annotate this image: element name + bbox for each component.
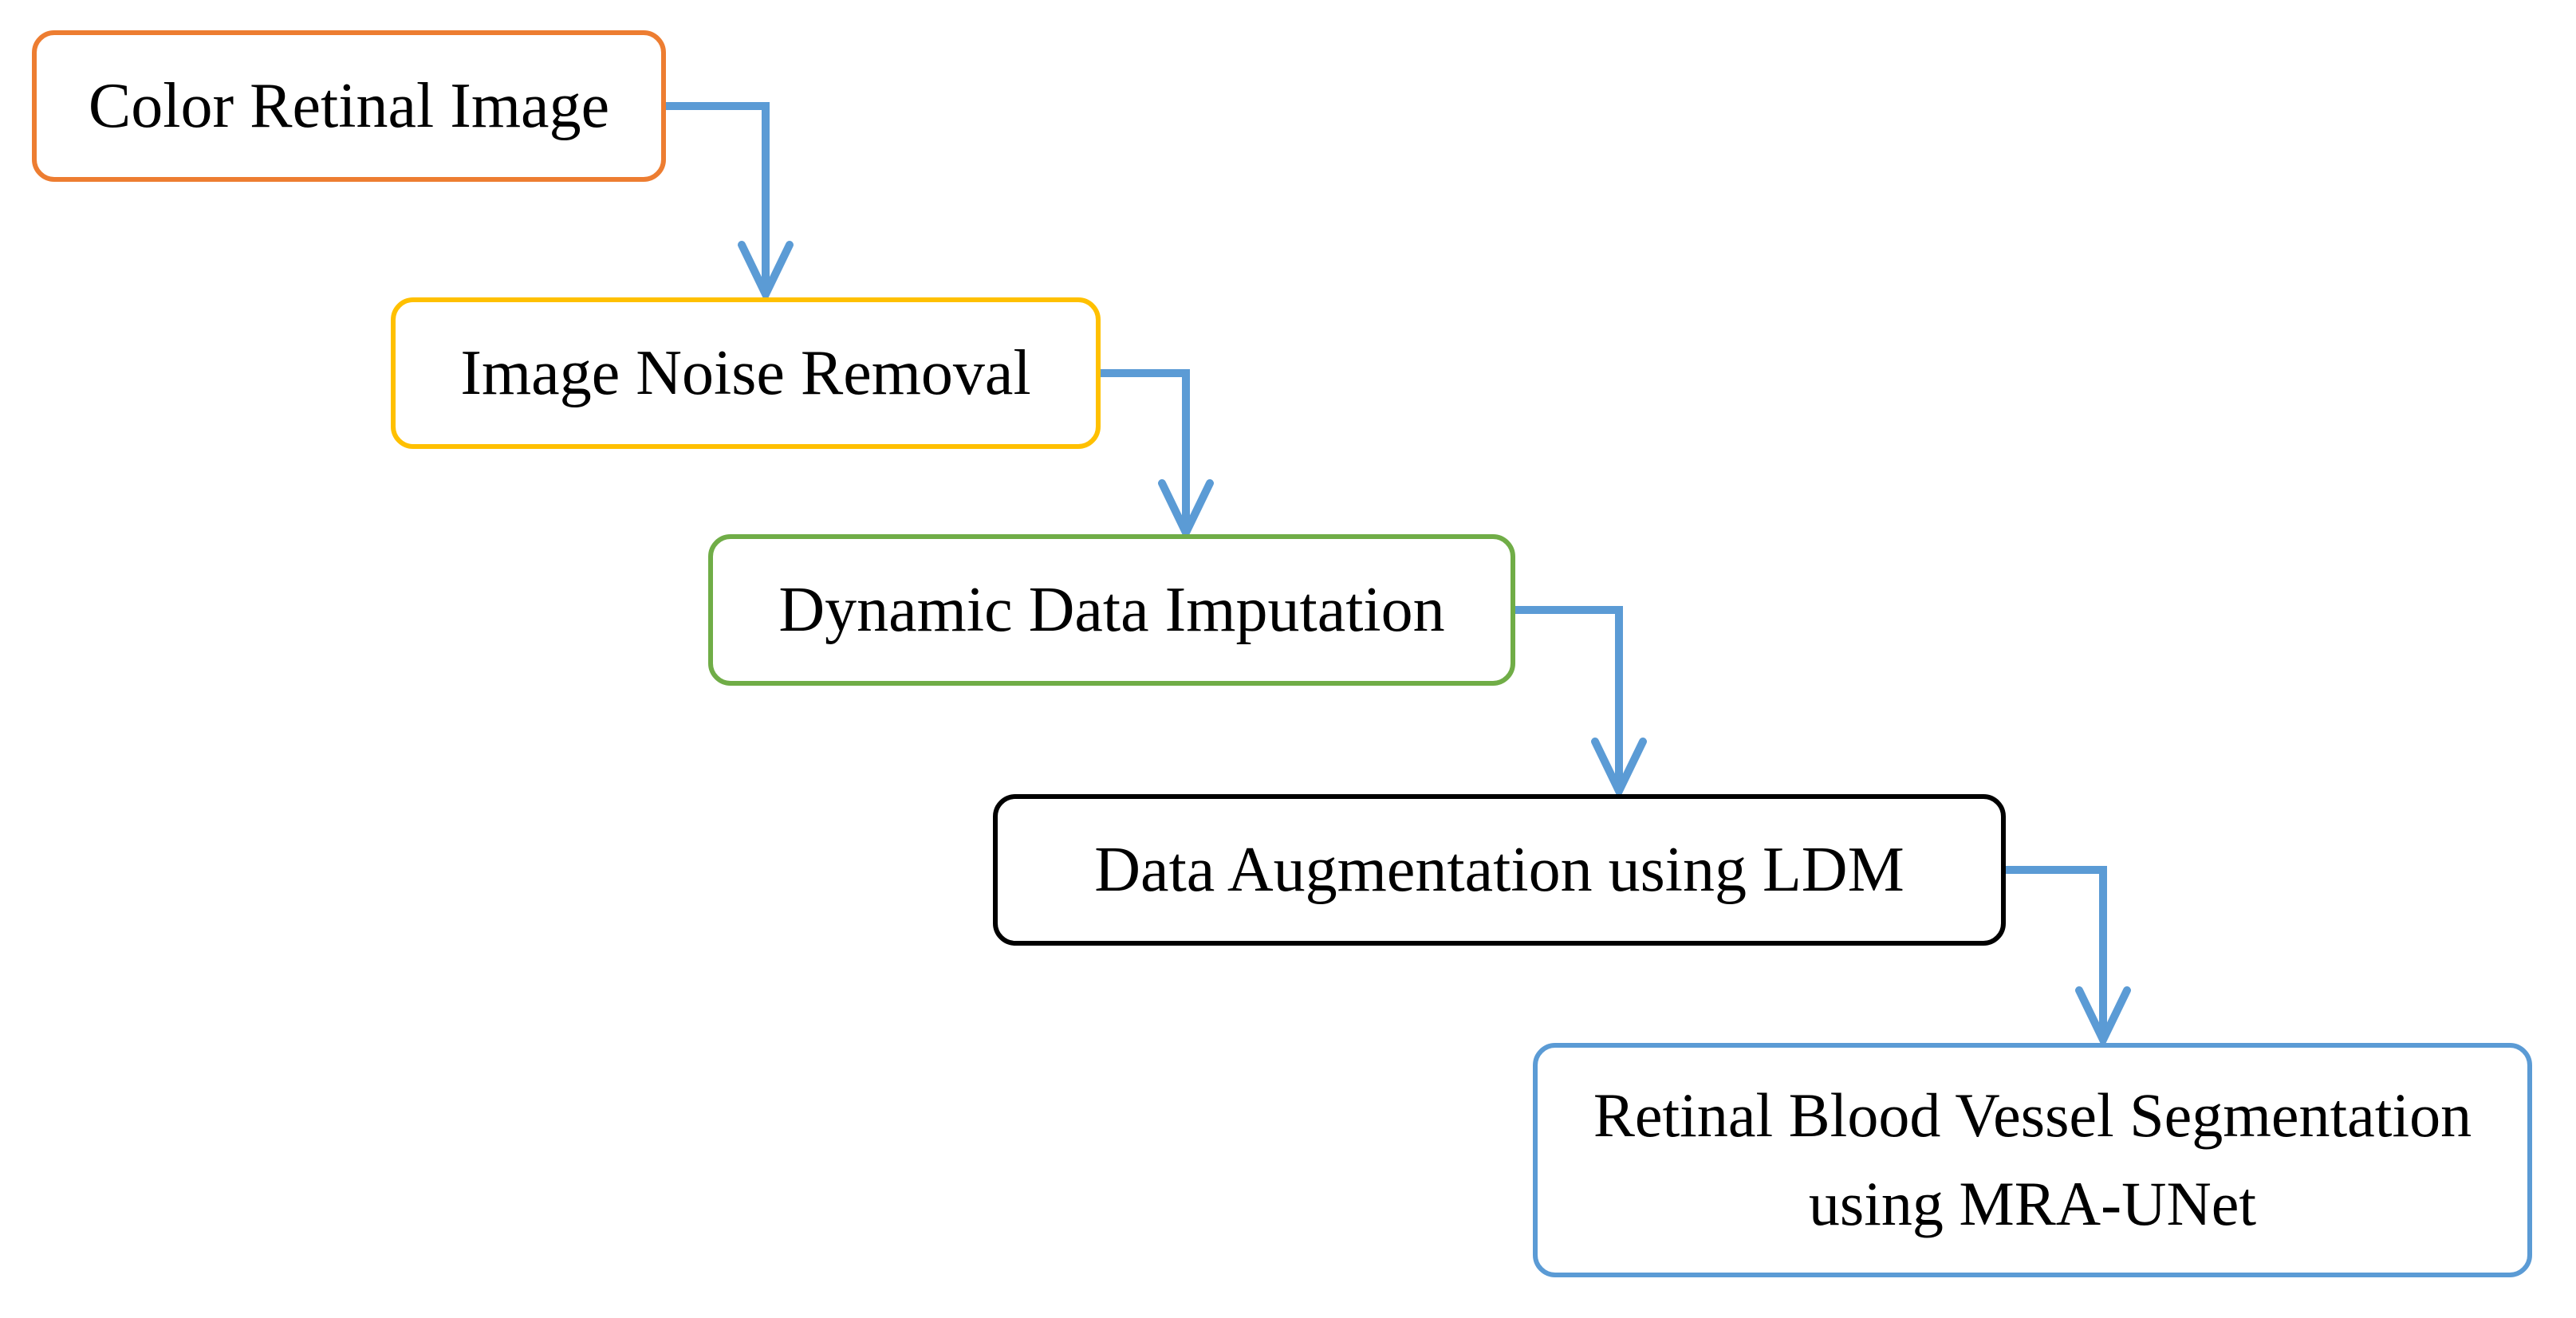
connector-arrow-2 [1097, 369, 1214, 542]
node-color-retinal-image: Color Retinal Image [32, 30, 666, 182]
node-label: Dynamic Data Imputation [778, 575, 1445, 645]
node-dynamic-data-imputation: Dynamic Data Imputation [708, 534, 1515, 686]
connector-arrow-4-head-icon [2075, 986, 2131, 1049]
node-label-line-2: using MRA-UNet [1808, 1169, 2257, 1238]
node-label: Image Noise Removal [460, 338, 1031, 408]
connector-arrow-4 [2002, 866, 2131, 1049]
node-retinal-blood-vessel-segmentation: Retinal Blood Vessel Segmentation using … [1533, 1043, 2532, 1277]
connector-arrow-1-shaft [662, 102, 770, 293]
node-image-noise-removal: Image Noise Removal [391, 297, 1101, 449]
node-label: Data Augmentation using LDM [1094, 835, 1904, 905]
connector-arrow-4-shaft [2002, 866, 2107, 1039]
connector-arrow-3-head-icon [1591, 738, 1647, 801]
connector-arrow-1 [662, 102, 794, 304]
node-data-augmentation-using-ldm: Data Augmentation using LDM [993, 794, 2006, 946]
connector-arrow-1-head-icon [738, 241, 794, 304]
connector-arrow-2-head-icon [1158, 479, 1214, 542]
connector-arrow-3 [1511, 606, 1647, 801]
connector-arrow-3-shaft [1511, 606, 1623, 790]
node-label-line-1: Retinal Blood Vessel Segmentation [1593, 1080, 2472, 1151]
connector-arrow-2-shaft [1097, 369, 1190, 532]
node-label: Color Retinal Image [88, 71, 610, 141]
